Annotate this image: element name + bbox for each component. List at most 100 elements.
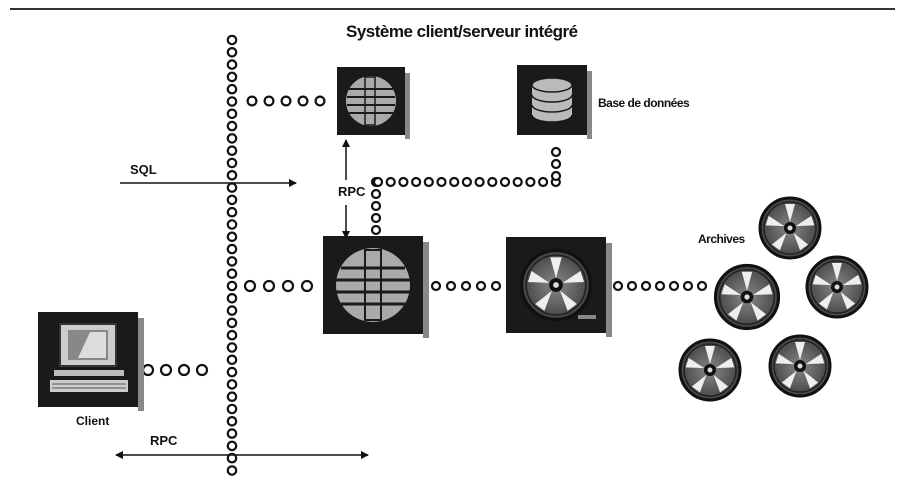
link-dot [226, 268, 238, 279]
link-dot [226, 354, 238, 366]
link-dot [499, 176, 511, 188]
link-dot [370, 212, 382, 224]
link-dot [550, 146, 562, 158]
link-dot [159, 363, 173, 377]
link-dot [487, 176, 498, 188]
link-dot [370, 188, 382, 200]
sql-label: SQL [130, 162, 157, 177]
link-dot [297, 95, 309, 107]
link-dot [654, 280, 666, 292]
archives-label: Archives [698, 232, 745, 246]
tape-reel-icon [758, 196, 822, 260]
link-dot [262, 279, 276, 293]
link-dot [226, 305, 238, 316]
main-server-icon [323, 236, 429, 338]
link-dot [226, 256, 238, 267]
link-dot [226, 465, 238, 476]
link-dot [370, 224, 382, 236]
link-dot [226, 145, 238, 156]
link-dot [226, 452, 238, 464]
link-dot [226, 46, 238, 58]
tape-reel-icon [713, 263, 781, 331]
link-dot [474, 176, 485, 188]
link-dot [243, 279, 257, 293]
link-dot [550, 170, 562, 182]
link-dot [398, 176, 409, 188]
link-dot [682, 280, 694, 292]
link-dot [226, 342, 238, 353]
tape-reel-icon [805, 255, 869, 319]
diagram-title: Système client/serveur intégré [346, 22, 578, 41]
link-dot [226, 317, 238, 329]
link-dot [226, 403, 238, 415]
link-dot [445, 280, 457, 292]
link-dot [385, 176, 396, 188]
link-dot [423, 176, 434, 188]
tape-drive-icon [506, 237, 612, 337]
link-dot [226, 391, 238, 402]
client-computer-icon [38, 312, 144, 411]
archive-reels [678, 196, 869, 402]
server-icon [337, 67, 410, 139]
link-dot [550, 158, 562, 170]
link-dot [226, 366, 238, 378]
link-dot [280, 95, 292, 107]
link-dot [436, 176, 447, 188]
link-dot [226, 243, 238, 255]
link-dot [372, 176, 384, 188]
link-dot [226, 96, 238, 107]
link-dot [668, 280, 680, 292]
link-dot [226, 34, 238, 46]
rpc-label-bottom: RPC [150, 433, 178, 448]
client-label: Client [76, 414, 110, 428]
link-dot [226, 379, 238, 390]
database-label: Base de données [598, 96, 690, 110]
link-dot [226, 415, 238, 427]
link-dot [370, 200, 382, 212]
link-dot [226, 329, 238, 341]
link-dot [141, 363, 155, 377]
link-dot [449, 176, 460, 188]
link-dot [525, 176, 536, 188]
link-dot [640, 280, 652, 292]
link-dot [537, 176, 549, 188]
link-dot [460, 280, 472, 292]
link-dot [226, 206, 238, 218]
link-dot [226, 231, 238, 243]
tape-reel-icon [768, 334, 832, 398]
link-dot [226, 108, 238, 120]
link-dot [461, 176, 472, 188]
link-dot [612, 280, 624, 292]
link-dot [246, 95, 258, 107]
link-dot [226, 280, 238, 292]
link-dot [177, 363, 191, 377]
link-dot [226, 182, 238, 193]
link-dot [411, 176, 422, 188]
link-dot [626, 280, 638, 292]
link-dot [512, 176, 523, 188]
link-dot [430, 280, 442, 292]
link-dot [195, 363, 209, 377]
link-dot [696, 280, 708, 292]
link-dot [263, 95, 275, 107]
link-dot [226, 292, 238, 304]
link-dot [226, 157, 238, 169]
rpc-label-vertical: RPC [338, 184, 366, 199]
link-dot [226, 440, 238, 452]
link-dot [300, 279, 314, 293]
link-dot [226, 428, 238, 439]
link-dot [226, 120, 238, 132]
link-dot [226, 59, 238, 70]
link-dot [226, 219, 238, 230]
link-dot [226, 133, 238, 144]
link-dot [226, 71, 238, 83]
link-dot [226, 83, 238, 95]
link-dot [226, 170, 238, 181]
link-dot [281, 279, 295, 293]
link-dot [475, 280, 487, 292]
database-icon [517, 65, 592, 139]
link-dot [314, 95, 326, 107]
tape-reel-icon [678, 338, 742, 402]
